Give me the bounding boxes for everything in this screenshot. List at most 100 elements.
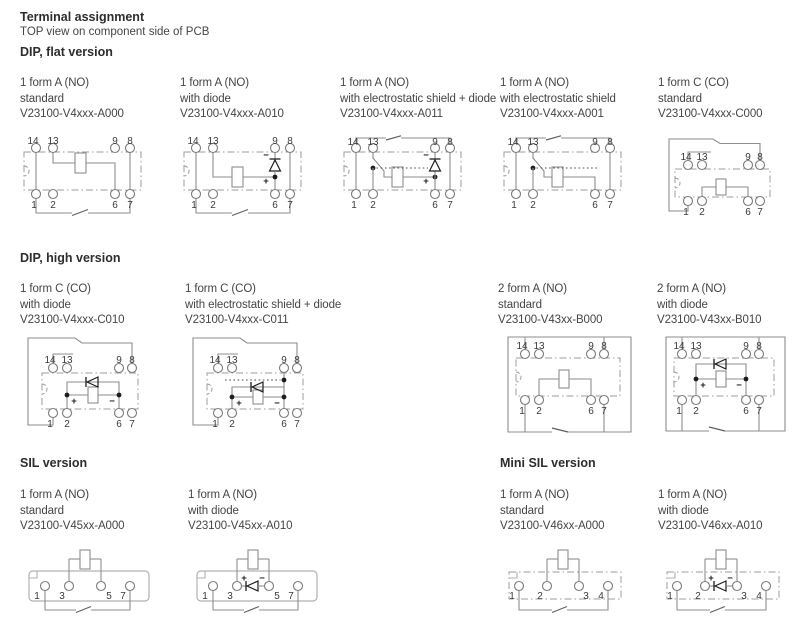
pin-label: 6 — [745, 207, 751, 218]
variant-part: V23100-V45xx-A000 — [20, 520, 125, 532]
pin-label: 9 — [116, 355, 122, 366]
variant-contact: 1 form A (NO) — [658, 489, 727, 501]
variant-cell: 2 form A (NO) standard V23100-V43xx-B000… — [498, 282, 668, 438]
pin-label: 13 — [690, 341, 702, 352]
pin-circle — [226, 362, 238, 373]
polarity-sign: + — [700, 380, 706, 391]
pin-circle — [533, 348, 545, 359]
variant-contact: 1 form A (NO) — [180, 77, 249, 89]
pin-label: 1 — [683, 207, 689, 218]
variant-cell: 1 form A (NO) with electrostatic shield … — [500, 76, 670, 220]
pin-label: 13 — [61, 355, 73, 366]
pin-circle — [527, 142, 539, 153]
pin-label: 9 — [281, 355, 287, 366]
pin-circle — [510, 142, 522, 153]
pin-label: 14 — [347, 137, 359, 148]
pin-label: 14 — [209, 355, 221, 366]
pin-label: 14 — [507, 137, 519, 148]
variant-part: V23100-V4xxx-C000 — [658, 108, 763, 120]
section-heading-sil: SIL version — [20, 456, 88, 470]
pin-label: 1 — [511, 200, 517, 211]
pin-label: 14 — [680, 152, 692, 163]
pin-label: 8 — [127, 136, 133, 147]
pin-label: 14 — [516, 341, 528, 352]
pin-circle — [429, 188, 441, 199]
pin-label: 1 — [191, 200, 197, 211]
pin-label: 5 — [274, 591, 280, 602]
pin-circle — [350, 142, 362, 153]
pin-circle — [513, 580, 525, 591]
pin-label: 14 — [27, 136, 39, 147]
pin-circle — [126, 362, 138, 373]
pin-circle — [699, 580, 711, 591]
pin-circle — [760, 580, 772, 591]
pin-label: 2 — [536, 406, 542, 417]
variant-feature: standard — [658, 92, 702, 105]
polarity-sign: − — [274, 398, 280, 409]
variant-cell: 1 form C (CO) with electrostatic shield … — [185, 282, 355, 438]
pin-label: 2 — [210, 200, 216, 211]
polarity-sign: − — [109, 396, 115, 407]
pin-circle — [604, 142, 616, 153]
pin-label: 13 — [533, 341, 545, 352]
variant-cell: 2 form A (NO) with diode V23100-V43xx-B0… — [657, 282, 800, 438]
pin-label: 2 — [64, 419, 70, 430]
polarity-sign: − — [727, 573, 733, 584]
pin-label: 6 — [588, 406, 594, 417]
pin-circle — [533, 394, 545, 405]
variant-contact: 1 form A (NO) — [500, 77, 569, 89]
pin-circle — [207, 188, 219, 199]
pin-circle — [291, 362, 303, 373]
pin-circle — [269, 188, 281, 199]
variant-feature: standard — [20, 504, 64, 517]
pin-circle — [47, 142, 59, 153]
pin-label: 8 — [294, 355, 300, 366]
variant-feature: standard — [500, 504, 544, 517]
pin-circle — [429, 142, 441, 153]
pin-label: 13 — [47, 136, 59, 147]
pin-label: 1 — [676, 406, 682, 417]
variant-cell: 1 form A (NO) standard V23100-V46xx-A000… — [500, 488, 670, 619]
variant-part: V23100-V4xxx-C011 — [185, 314, 289, 326]
pin-label: 7 — [287, 200, 293, 211]
pin-label: 1 — [47, 419, 53, 430]
pin-circle — [109, 142, 121, 153]
page-title: Terminal assignment — [20, 10, 145, 24]
pin-circle — [292, 580, 304, 591]
pin-label: 13 — [696, 152, 708, 163]
pin-circle — [226, 407, 238, 418]
pin-label: 7 — [127, 200, 133, 211]
polarity-sign: + — [423, 176, 429, 187]
pin-circle — [190, 188, 202, 199]
pin-label: 2 — [370, 200, 376, 211]
pin-label: 2 — [693, 406, 699, 417]
pin-circle — [124, 580, 136, 591]
variant-feature: with electrostatic shield + diode — [340, 92, 497, 105]
pin-circle — [519, 348, 531, 359]
pin-circle — [754, 195, 766, 206]
variant-cell: 1 form A (NO) with diode V23100-V46xx-A0… — [658, 488, 800, 619]
pin-circle — [696, 159, 708, 170]
pin-circle — [676, 348, 688, 359]
pin-circle — [367, 142, 379, 153]
variant-feature: with diode — [188, 504, 239, 517]
pin-label: 1 — [31, 200, 37, 211]
pin-label: 6 — [743, 406, 749, 417]
variant-contact: 1 form A (NO) — [20, 489, 89, 501]
pin-circle — [602, 580, 614, 591]
pin-circle — [284, 188, 296, 199]
section-heading-dip-high: DIP, high version — [20, 251, 121, 265]
pin-circle — [30, 188, 42, 199]
pin-circle — [585, 348, 597, 359]
pin-label: 9 — [112, 136, 118, 147]
pin-label: 7 — [601, 406, 607, 417]
pin-circle — [47, 407, 59, 418]
pin-circle — [231, 580, 243, 591]
variant-contact: 1 form C (CO) — [658, 77, 729, 89]
